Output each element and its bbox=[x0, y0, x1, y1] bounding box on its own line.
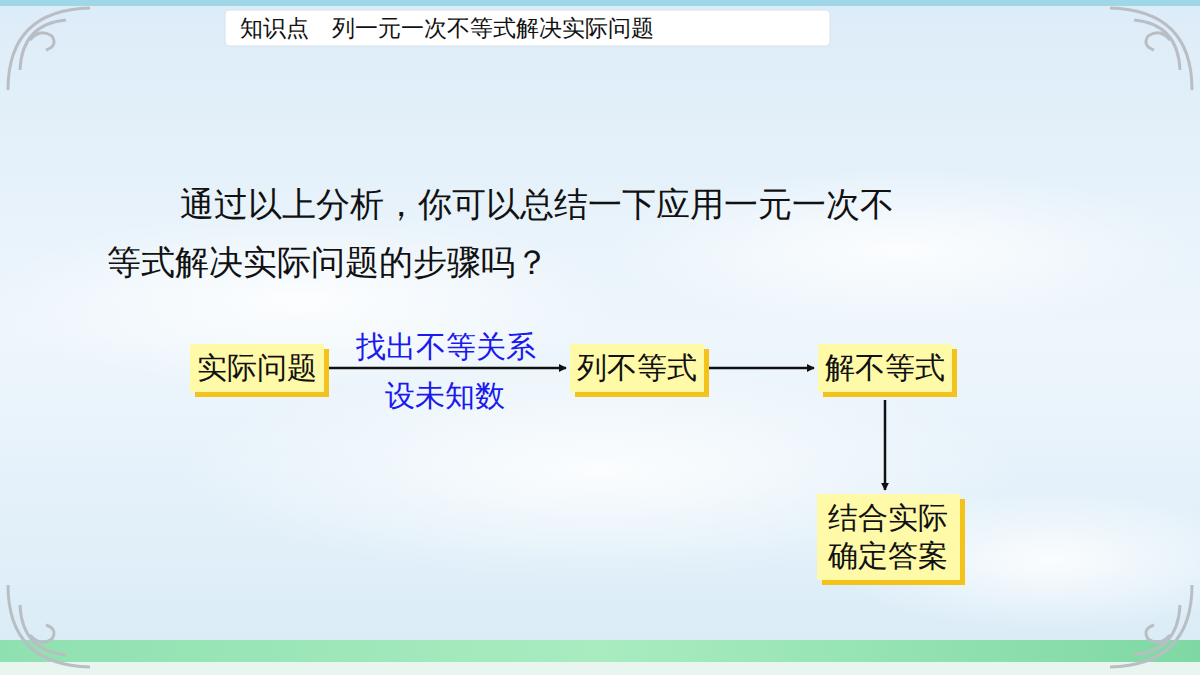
title-bar bbox=[225, 10, 830, 46]
step-text: 结合实际 确定答案 bbox=[824, 499, 953, 575]
cloud bbox=[180, 360, 1020, 580]
edge-label: 找出不等关系 bbox=[356, 329, 536, 365]
cloud bbox=[0, 210, 620, 390]
green-band bbox=[0, 640, 1200, 662]
step-text: 实际问题 bbox=[197, 349, 317, 387]
bottom-band bbox=[0, 662, 1200, 675]
step-note: 设未知数 bbox=[355, 376, 535, 416]
step-text: 列不等式 bbox=[577, 349, 697, 387]
step-box: 列不等式 bbox=[570, 344, 704, 392]
result-box: 结合实际 确定答案 bbox=[817, 494, 960, 580]
step-box: 实际问题 bbox=[190, 344, 324, 392]
flow-arrow bbox=[884, 400, 887, 490]
flow-arrow bbox=[326, 367, 566, 370]
corner-ornament bbox=[8, 8, 1192, 667]
top-band bbox=[0, 0, 1200, 6]
slide-title: 知识点 列一元一次不等式解决实际问题 bbox=[240, 12, 654, 44]
step-box: 解不等式 bbox=[818, 344, 952, 392]
question-text: 通过以上分析，你可以总结一下应用一元一次不等式解决实际问题的步骤吗？ bbox=[107, 175, 922, 291]
flow-arrow bbox=[706, 367, 814, 370]
step-text: 解不等式 bbox=[825, 349, 945, 387]
